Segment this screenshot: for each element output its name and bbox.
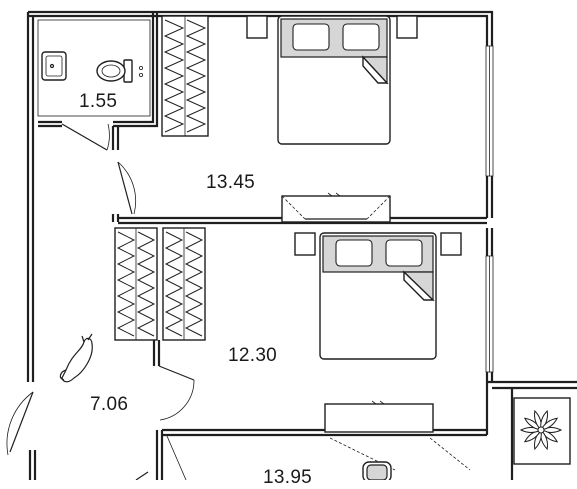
exterior-walls [26, 10, 577, 480]
living [166, 435, 471, 480]
hallway [6, 391, 34, 456]
bathroom-area: 1.55 [79, 91, 118, 112]
dresser-icon [281, 192, 391, 223]
plant-icon [513, 397, 571, 465]
toilet-icon [96, 59, 143, 83]
hall-partition [111, 126, 137, 222]
sink-icon [41, 51, 67, 81]
storage-icon [135, 471, 149, 480]
bathroom [37, 12, 159, 151]
bedroom-1-area: 13.45 [206, 172, 256, 193]
wardrobe-icon [161, 15, 209, 137]
plant-leaf [540, 417, 559, 431]
cat-icon [59, 333, 93, 383]
chair-icon [362, 461, 392, 480]
wardrobe-icon [114, 227, 206, 341]
double-bed-icon [246, 15, 418, 145]
window-upper-right [485, 45, 494, 177]
living-area: 13.95 [263, 467, 313, 488]
bedroom-2-walls [152, 340, 489, 480]
hallway-area: 7.06 [90, 394, 129, 415]
plant-center [537, 426, 545, 434]
window-middle-right [485, 255, 494, 373]
double-bed-icon [294, 232, 462, 360]
bedroom-2-area: 12.30 [228, 345, 278, 366]
dresser-icon [324, 400, 434, 433]
